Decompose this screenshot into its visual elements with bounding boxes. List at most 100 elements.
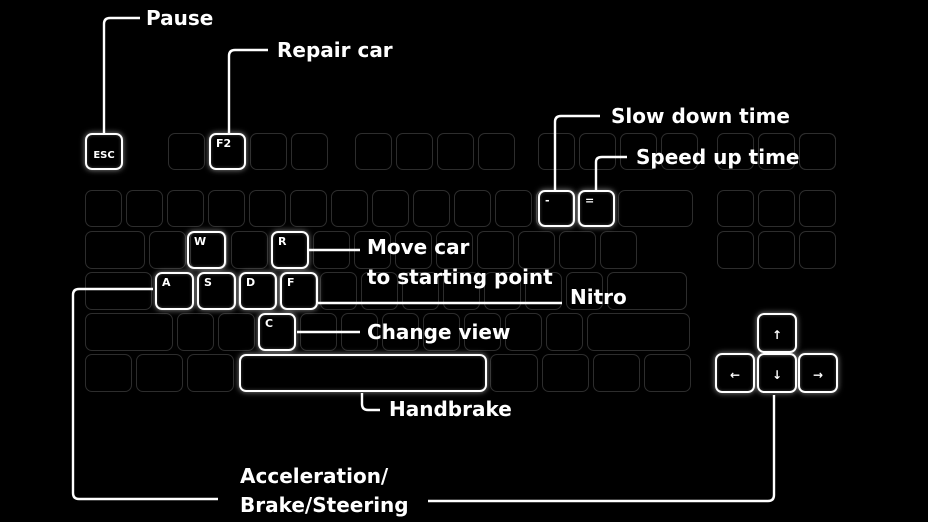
keyboard-key [490,354,538,392]
keyboard-key [85,272,152,310]
keyboard-key [413,190,450,227]
equals-key-label: = [585,194,595,207]
keyboard-key [167,190,204,227]
s-key-label: S [204,276,212,289]
keyboard-key [607,272,687,310]
r-key-label: R [278,235,287,248]
keyboard-key [208,190,245,227]
keyboard-key [454,190,491,227]
slow-down-callout-line [553,114,600,190]
keyboard-key [799,133,836,170]
keyboard-key [618,190,693,227]
c-key-label: C [265,317,274,330]
keyboard-key [620,133,657,170]
keyboard-key [85,354,132,392]
keyboard-key [593,354,640,392]
keyboard-key [717,133,754,170]
equals-key[interactable]: = [578,190,615,227]
repair-car-label: Repair car [277,38,393,62]
c-key[interactable]: C [258,313,296,351]
left-arrow-icon: ← [729,368,741,382]
keyboard-key [758,231,795,269]
up-arrow-icon: ↑ [771,328,783,342]
nitro-label: Nitro [570,285,627,309]
keyboard-key [799,190,836,227]
handbrake-label: Handbrake [389,397,512,421]
keyboard-key [168,133,205,170]
right-arrow-icon: → [812,368,824,382]
f2-key[interactable]: F2 [209,133,246,170]
keyboard-key [331,190,368,227]
steering-callout-line-right [428,395,776,503]
keyboard-key [126,190,163,227]
repair-callout-line [227,48,268,133]
keyboard-key [464,313,501,351]
pause-label: Pause [146,6,214,30]
esc-key[interactable]: ESC [85,133,123,170]
keyboard-key [85,313,173,351]
left-arrow-key[interactable]: ← [715,353,755,393]
keyboard-key [85,190,122,227]
keyboard-key [518,231,555,269]
keyboard-key [136,354,183,392]
f-key-label: F [287,276,295,289]
keyboard-key [644,354,691,392]
w-key-label: W [194,235,207,248]
keyboard-key [372,190,409,227]
move-car-label-line2: to starting point [367,265,553,289]
keyboard-key [579,133,616,170]
up-arrow-key[interactable]: ↑ [757,313,797,353]
pause-callout-line [102,16,140,133]
f2-key-label: F2 [216,137,232,150]
a-key[interactable]: A [155,272,194,310]
keyboard-key [525,272,562,310]
keyboard-key [395,231,432,269]
keyboard-key [396,133,433,170]
down-arrow-key[interactable]: ↓ [757,353,797,393]
keyboard-key [361,272,398,310]
slow-down-time-label: Slow down time [611,104,790,128]
esc-key-label: ESC [93,150,115,161]
acceleration-label-line2: Brake/Steering [240,493,409,517]
keyboard-key [437,133,474,170]
keyboard-key [436,231,473,269]
keyboard-key [717,190,754,227]
down-arrow-icon: ↓ [771,368,783,382]
keyboard-key [320,272,357,310]
keyboard-key [250,133,287,170]
acceleration-label-line1: Acceleration/ [240,464,389,488]
minus-key[interactable]: - [538,190,575,227]
handbrake-callout-line [360,393,380,412]
keyboard-key [149,231,186,269]
keyboard-key [758,190,795,227]
keyboard-key [177,313,214,351]
spacebar-key[interactable] [239,354,487,392]
keyboard-key [443,272,480,310]
steering-callout-line [71,287,218,501]
w-key[interactable]: W [187,231,226,269]
keyboard-key [587,313,690,351]
d-key[interactable]: D [239,272,277,310]
keyboard-key [600,231,637,269]
keyboard-key [291,133,328,170]
keyboard-key [478,133,515,170]
keyboard-key [382,313,419,351]
keyboard-key [218,313,255,351]
keyboard-key [231,231,268,269]
keyboard-key [717,231,754,269]
f-key[interactable]: F [280,272,318,310]
keyboard-key [559,231,596,269]
keyboard-key [542,354,589,392]
right-arrow-key[interactable]: → [798,353,838,393]
keyboard-key [799,231,836,269]
r-key[interactable]: R [271,231,309,269]
keyboard-key [355,133,392,170]
keyboard-key [495,190,532,227]
keyboard-key [758,133,795,170]
keyboard-key [290,190,327,227]
move-car-label-line1: Move car [367,235,470,259]
keyboard-key [505,313,542,351]
s-key[interactable]: S [197,272,236,310]
